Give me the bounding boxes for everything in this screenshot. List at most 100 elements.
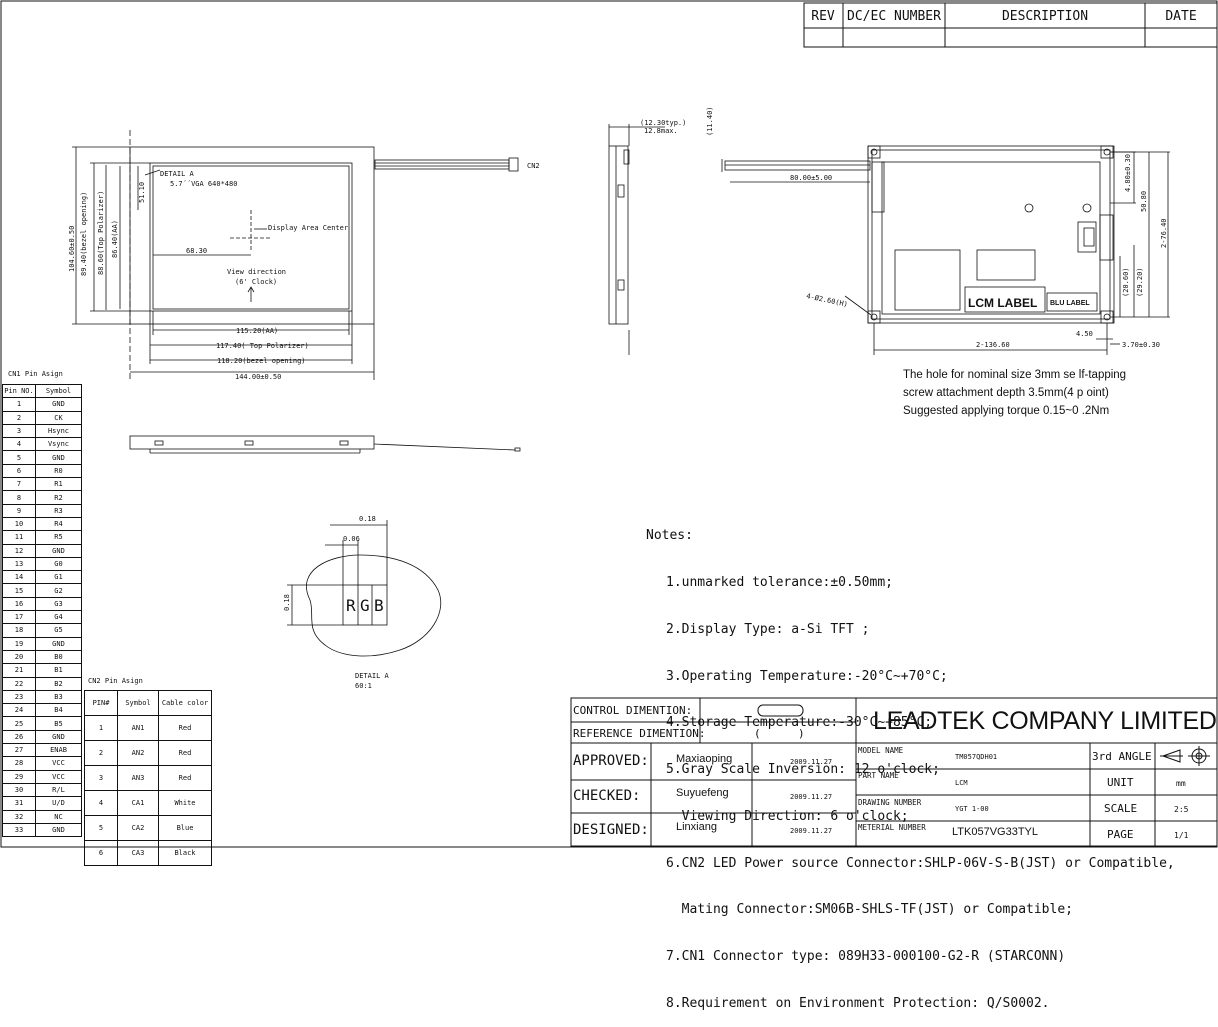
dim-2-76-40: 2-76.40: [1160, 218, 1168, 248]
dim-4-80: 4.80±0.30: [1124, 154, 1132, 192]
cn1-symbol-cell: Vsync: [35, 437, 82, 452]
hole-note-line-1: The hole for nominal size 3mm se lf-tapp…: [903, 369, 1127, 381]
cn1-symbol-cell: B4: [35, 703, 82, 718]
cn1-pin-cell: 7: [2, 477, 36, 492]
drawing-number-label: DRAWING NUMBER: [858, 798, 922, 807]
cn2-symbol-header: Symbol: [117, 690, 159, 716]
cn1-pin-cell: 24: [2, 703, 36, 718]
lcm-label: LCM LABEL: [968, 296, 1037, 310]
dim-aa-w: 115.20(AA): [236, 327, 278, 335]
dim-20-60: (20.60): [1122, 267, 1130, 297]
dim-4-50: 4.50: [1076, 330, 1093, 338]
checked-date: 2009.11.27: [790, 793, 833, 801]
cn1-symbol-cell: ENAB: [35, 743, 82, 758]
cn1-pin-cell: 31: [2, 796, 36, 811]
note-6: 6.CN2 LED Power source Connector:SHLP-06…: [666, 855, 1175, 871]
cn1-pin-cell: 33: [2, 822, 36, 838]
cn2-header-row: PIN# Symbol Cable color: [84, 690, 212, 716]
cn1-symbol-cell: R0: [35, 463, 82, 479]
cn2-pin-cell: 2: [84, 740, 118, 766]
dim-0-06: 0.06: [343, 535, 360, 543]
hole-note: The hole for nominal size 3mm se lf-tapp…: [903, 366, 1126, 420]
checked-label: CHECKED:: [573, 788, 641, 804]
dim-polar-h: 88.60(Top Polarizer): [97, 191, 105, 275]
date-header: DATE: [1165, 9, 1196, 24]
dim-0-18-top: 0.18: [359, 515, 376, 523]
designed-date: 2009.11.27: [790, 827, 833, 835]
hole-note-line-2: screw attachment depth 3.5mm(4 p oint): [903, 387, 1109, 399]
cn1-pin-cell: 6: [2, 463, 36, 479]
note-5b: Viewing Direction: 6 o'clock;: [666, 808, 909, 824]
cn1-symbol-cell: GND: [35, 397, 82, 412]
hole-note-line-3: Suggested applying torque 0.15~0 .2Nm: [903, 405, 1110, 417]
rev-header: REV: [811, 9, 835, 24]
cn1-symbol-cell: U/D: [35, 796, 82, 811]
unit-label: UNIT: [1107, 776, 1134, 789]
cn1-symbol-cell: NC: [35, 809, 82, 824]
control-dimension-label: CONTROL DIMENTION:: [573, 704, 693, 717]
cn1-symbol-cell: GND: [35, 636, 82, 651]
note-8: 8.Requirement on Environment Protection:…: [666, 996, 1050, 1011]
dcec-header: DC/EC NUMBER: [847, 9, 941, 24]
cn1-symbol-cell: GND: [35, 729, 82, 745]
cn1-symbol-cell: B2: [35, 676, 82, 691]
cn1-pin-cell: 10: [2, 516, 36, 532]
note-7: 7.CN1 Connector type: 089H33-000100-G2-R…: [666, 949, 1066, 965]
cn2-symbol-cell: CA3: [117, 840, 159, 866]
unit-value: mm: [1176, 779, 1186, 788]
cn1-symbol-cell: R3: [35, 503, 82, 518]
cn1-symbol-cell: Hsync: [35, 423, 82, 439]
cn1-pin-cell: 3: [2, 423, 36, 439]
dim-height-total: 104.60±0.50: [68, 226, 76, 272]
cn2-color-cell: Red: [158, 765, 212, 791]
dim-50-80: 50.80: [1140, 191, 1148, 212]
cn1-symbol-cell: B5: [35, 716, 82, 731]
projection-angle: 3rd ANGLE: [1092, 750, 1152, 763]
cn1-symbol-cell: R/L: [35, 782, 82, 798]
cn2-color-header: Cable color: [158, 690, 212, 716]
detail-a-callout: DETAIL A: [160, 170, 195, 178]
cn1-symbol-cell: G0: [35, 556, 82, 572]
cn1-pin-cell: 32: [2, 809, 36, 824]
drawing-number-value: YGT 1-00: [955, 805, 989, 813]
cn1-pin-cell: 12: [2, 543, 36, 558]
dim-width-total: 144.00±0.50: [235, 373, 281, 381]
note-1: 1.unmarked tolerance:±0.50mm;: [666, 574, 893, 590]
cn1-symbol-cell: B1: [35, 663, 82, 678]
cn1-pin-cell: 4: [2, 437, 36, 452]
cn1-symbol-cell: VCC: [35, 756, 82, 771]
cn2-pin-cell: 1: [84, 715, 118, 741]
revision-block: REV DC/EC NUMBER DESCRIPTION DATE: [803, 2, 1218, 48]
cn1-symbol-cell: R2: [35, 490, 82, 505]
cn1-header-row: Pin NO. Symbol: [2, 383, 82, 399]
cn2-color-cell: Black: [158, 840, 212, 866]
cn1-pin-cell: 16: [2, 596, 36, 612]
blu-label: BLU LABEL: [1050, 300, 1090, 307]
approved-date: 2009.11.27: [790, 758, 833, 766]
company-name: LEADTEK COMPANY LIMITED: [873, 707, 1217, 735]
material-number-label: METERIAL NUMBER: [858, 823, 926, 832]
cn1-pin-cell: 14: [2, 570, 36, 585]
cn1-pin-cell: 27: [2, 743, 36, 758]
cn2-pin-cell: 4: [84, 790, 118, 816]
cn1-pin-cell: 21: [2, 663, 36, 678]
